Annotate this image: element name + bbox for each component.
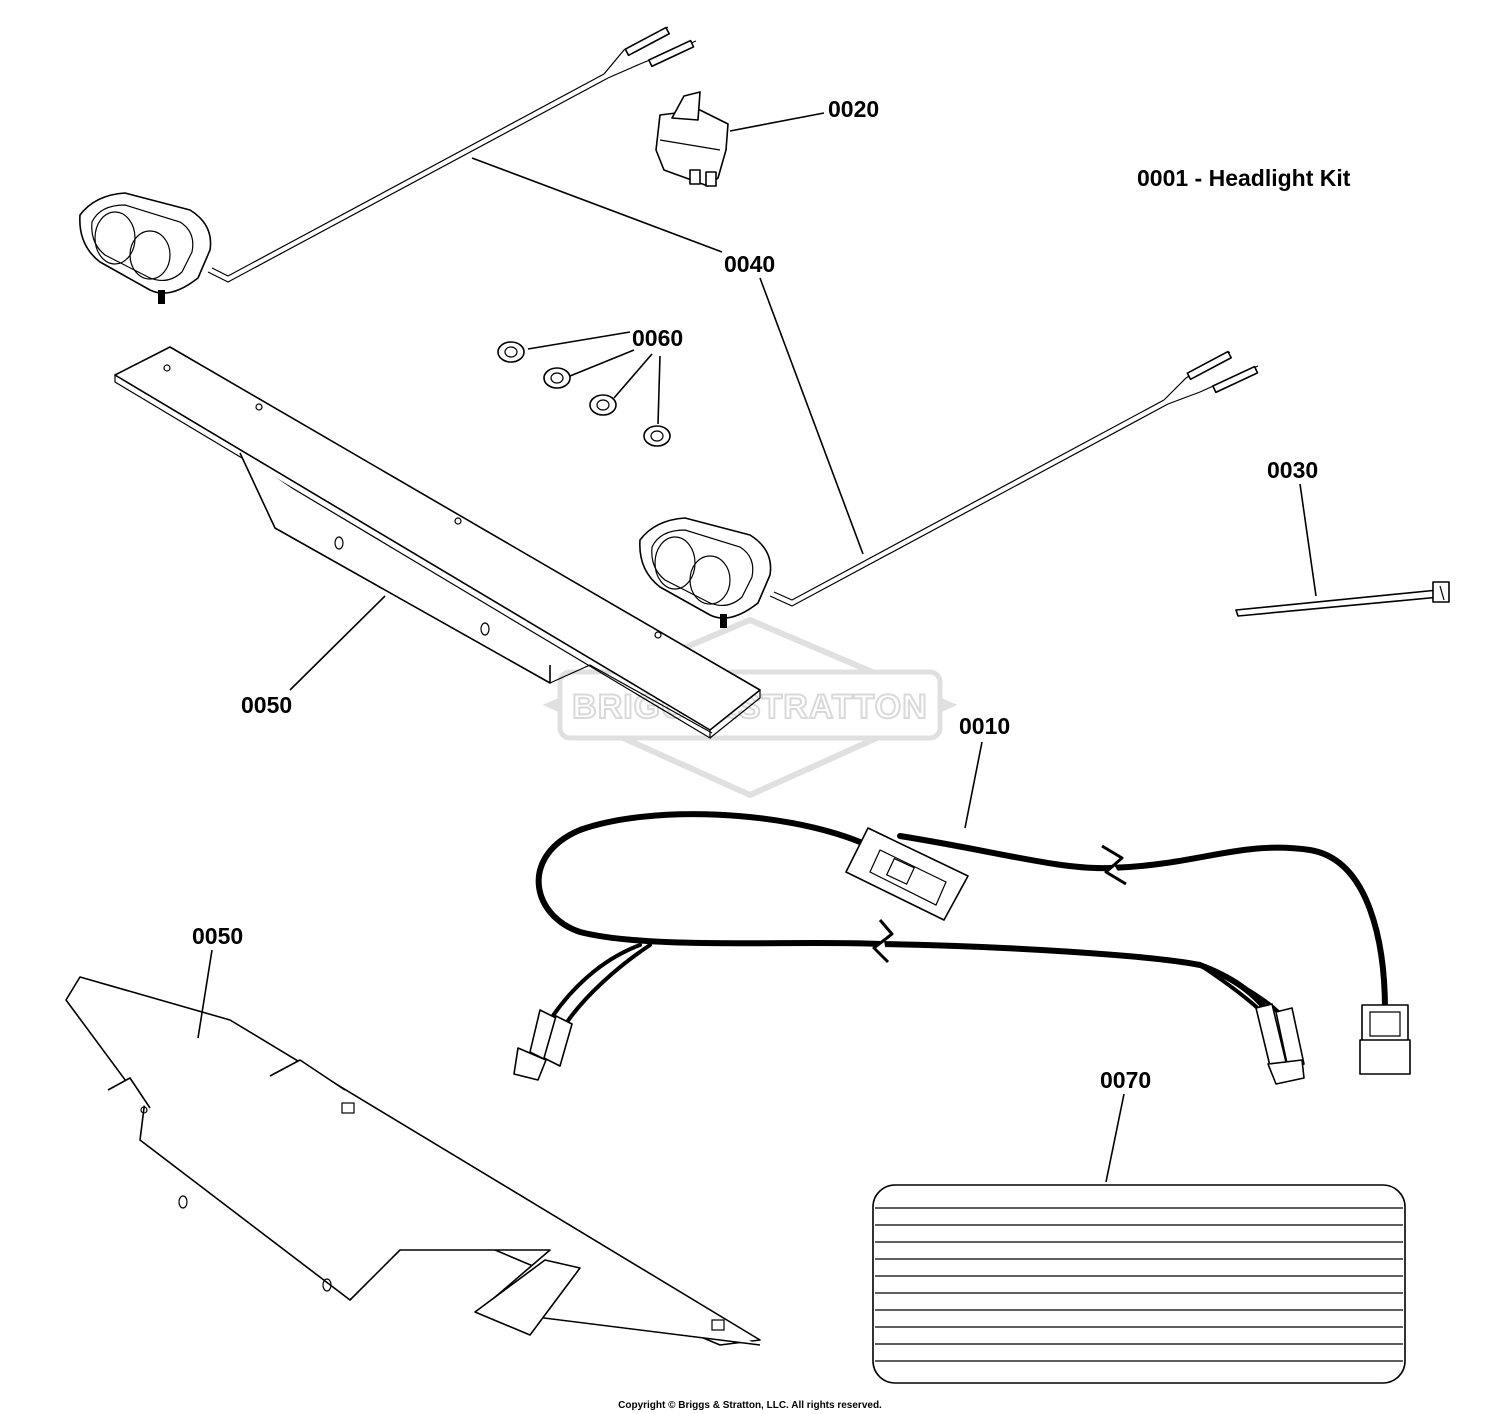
callout-0020: 0020 xyxy=(828,96,879,122)
wiring-harness[interactable] xyxy=(513,811,1411,1085)
toggle-switch[interactable] xyxy=(655,91,729,187)
mounting-bracket-top[interactable] xyxy=(114,346,761,740)
headlight-left[interactable] xyxy=(79,26,697,304)
grommets[interactable] xyxy=(497,341,671,447)
callout-0050-bottom: 0050 xyxy=(192,923,243,949)
cable-tie[interactable] xyxy=(1235,581,1450,617)
leader-lines xyxy=(197,112,1317,1183)
callout-0040: 0040 xyxy=(724,251,775,277)
callout-0030: 0030 xyxy=(1267,457,1318,483)
kit-title: 0001 - Headlight Kit xyxy=(1137,165,1351,191)
callout-0060: 0060 xyxy=(632,325,683,351)
callout-0010: 0010 xyxy=(959,713,1010,739)
mounting-bracket-bottom[interactable] xyxy=(65,976,761,1346)
decal-sheet[interactable] xyxy=(872,1184,1406,1384)
headlight-right[interactable] xyxy=(639,350,1259,628)
callout-0050-top: 0050 xyxy=(241,692,292,718)
copyright-notice: Copyright © Briggs & Stratton, LLC. All … xyxy=(618,1400,882,1411)
callout-0070: 0070 xyxy=(1100,1067,1151,1093)
